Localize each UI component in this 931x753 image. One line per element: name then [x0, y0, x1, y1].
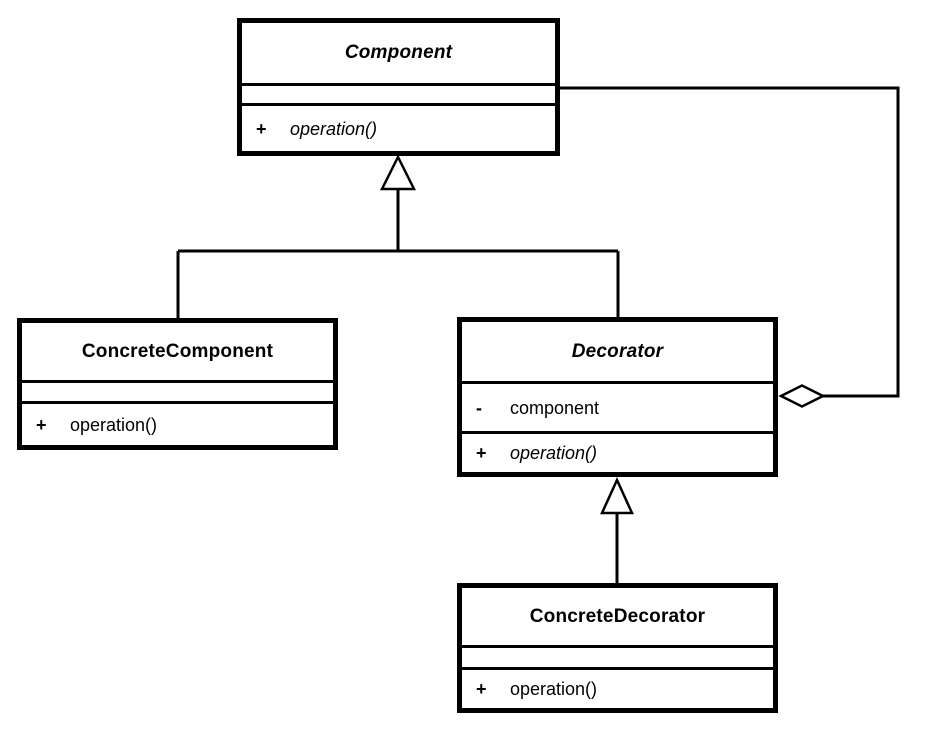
attribute-name: component [510, 397, 600, 418]
method-signature: operation() [510, 679, 598, 699]
class-box-component: Component + operation() [237, 18, 560, 156]
class-name: ConcreteComponent [22, 323, 333, 383]
class-box-decorator: Decorator - component + operation() [457, 317, 778, 477]
inheritance-triangle-icon [600, 476, 634, 515]
attribute-row: - component [462, 399, 773, 417]
aggregation-diamond-icon [778, 384, 826, 408]
visibility-public-sign: + [476, 679, 487, 699]
class-box-concrete-decorator: ConcreteDecorator + operation() [457, 583, 778, 713]
class-name: Decorator [462, 322, 773, 384]
generalization-edge-to-component [176, 154, 620, 319]
method-signature: operation() [290, 118, 378, 139]
attributes-section: - component [462, 384, 773, 434]
visibility-private-sign: - [476, 397, 482, 418]
methods-section: + operation() [462, 434, 773, 472]
class-name: Component [242, 23, 555, 86]
methods-section: + operation() [242, 106, 555, 151]
visibility-public-sign: + [256, 118, 267, 139]
methods-section: + operation() [462, 670, 773, 708]
visibility-public-sign: + [36, 414, 47, 435]
attributes-section-empty [462, 648, 773, 670]
method-row: + operation() [462, 680, 773, 698]
method-row: + operation() [242, 120, 555, 138]
generalization-edge-to-decorator [600, 476, 634, 584]
attributes-section-empty [242, 86, 555, 106]
class-box-concrete-component: ConcreteComponent + operation() [17, 318, 338, 450]
methods-section: + operation() [22, 404, 333, 445]
aggregation-edge-decorator-component [560, 86, 900, 408]
visibility-public-sign: + [476, 443, 487, 463]
method-signature: operation() [70, 414, 158, 435]
method-signature: operation() [510, 443, 598, 463]
inheritance-triangle-icon [379, 154, 417, 191]
method-row: + operation() [22, 416, 333, 434]
attributes-section-empty [22, 383, 333, 404]
method-row: + operation() [462, 444, 773, 462]
class-name: ConcreteDecorator [462, 588, 773, 648]
